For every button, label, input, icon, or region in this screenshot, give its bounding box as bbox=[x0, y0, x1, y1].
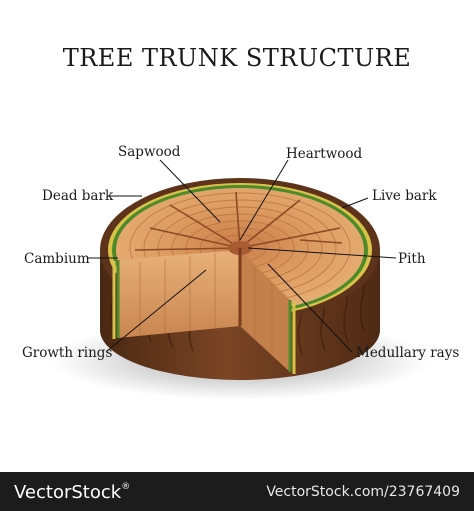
label-sapwood: Sapwood bbox=[118, 144, 181, 160]
watermark-bar: VectorStock® VectorStock.com/23767409 bbox=[0, 472, 474, 511]
label-heartwood: Heartwood bbox=[286, 146, 363, 162]
leader-medullary-rays bbox=[267, 263, 353, 353]
label-dead-bark: Dead bark bbox=[42, 188, 114, 204]
wedge-left-face bbox=[118, 250, 240, 338]
wedge-right-face bbox=[240, 250, 290, 372]
leader-pith bbox=[247, 247, 397, 259]
medullary-ray-lines bbox=[134, 191, 343, 251]
image-id: VectorStock.com/23767409 bbox=[266, 484, 460, 500]
label-cambium: Cambium bbox=[24, 251, 90, 267]
diagram-title: TREE TRUNK STRUCTURE bbox=[62, 44, 412, 72]
label-pith: Pith bbox=[398, 251, 426, 267]
leader-heartwood bbox=[239, 159, 289, 241]
leader-growth-rings bbox=[105, 269, 207, 353]
brand-logo: VectorStock® bbox=[14, 482, 131, 503]
label-medullary-rays: Medullary rays bbox=[356, 345, 460, 361]
leader-lines bbox=[88, 159, 397, 353]
leader-live-bark bbox=[341, 197, 369, 209]
leader-sapwood bbox=[159, 159, 221, 223]
label-growth-rings: Growth rings bbox=[22, 345, 113, 361]
label-live-bark: Live bark bbox=[372, 188, 437, 204]
